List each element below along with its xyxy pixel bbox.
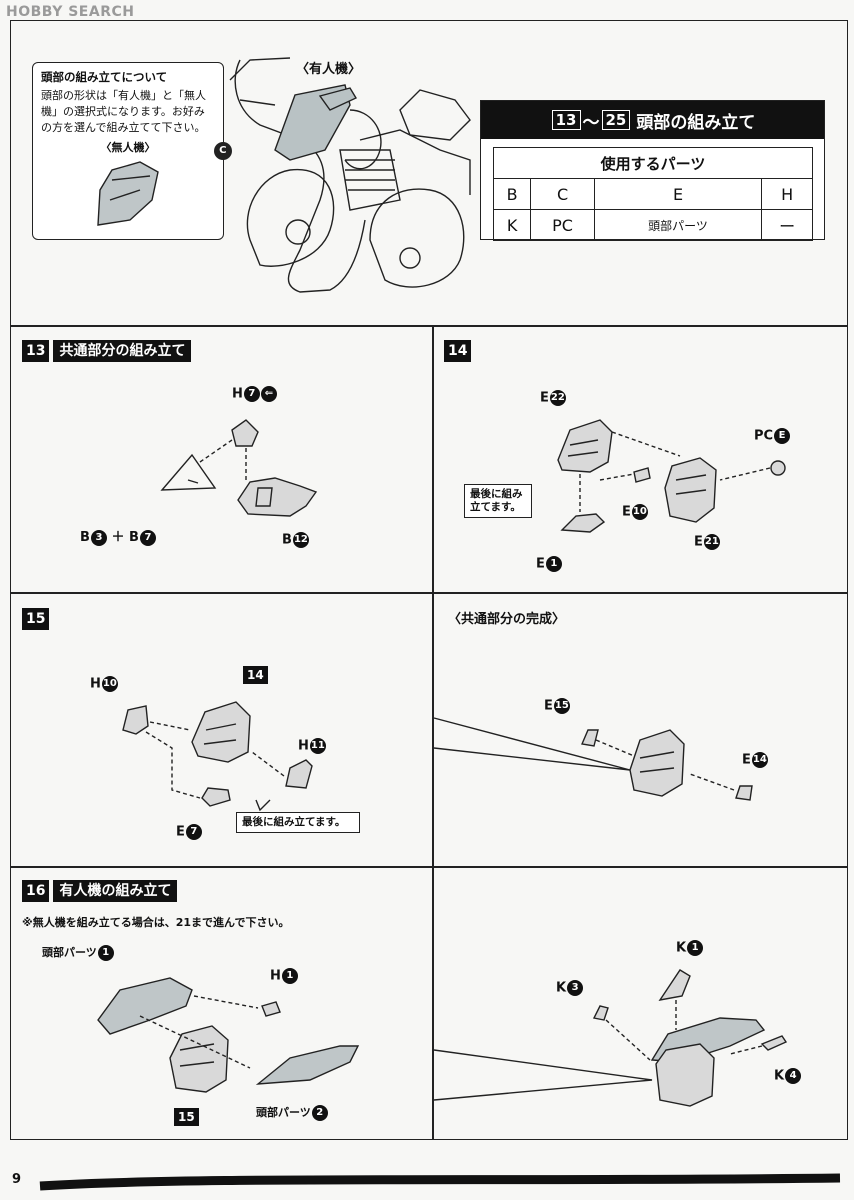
step15-header: 15 — [22, 608, 50, 630]
step16-header: 16 有人機の組み立て — [22, 880, 178, 902]
step14-callout: 最後に組み立てます。 — [464, 484, 532, 518]
parts-table: 13 ～ 25 頭部の組み立て 使用するパーツ B C E H K PC 頭部パ… — [480, 100, 825, 241]
manned-label: 〈有人機〉 — [296, 62, 362, 77]
parts-cell: E — [593, 178, 763, 210]
step16-number: 16 — [22, 880, 50, 902]
step13-title: 共通部分の組み立て — [53, 340, 192, 362]
intro-title: 頭部の組み立てについて — [41, 70, 168, 84]
step16-ref: 15 — [174, 1106, 199, 1126]
divider-2 — [10, 592, 848, 594]
step13-drawing — [160, 419, 318, 517]
step14-drawing — [557, 419, 786, 533]
part-number: 7 — [139, 529, 156, 546]
part-letter: H — [232, 386, 243, 402]
page-number: 9 — [12, 1172, 22, 1187]
manned-mecha-drawing — [229, 57, 471, 293]
common-done-title: 〈共通部分の完成〉 — [448, 612, 566, 627]
step13-number: 13 — [22, 340, 50, 362]
part-number: 3 — [90, 529, 107, 546]
part-letter: B — [80, 530, 90, 545]
watermark: HOBBY SEARCH — [6, 4, 135, 20]
parts-cell: ー — [761, 209, 813, 241]
step16-title: 有人機の組み立て — [53, 880, 178, 902]
step13-header: 13 共通部分の組み立て — [22, 340, 192, 362]
parts-title: 頭部の組み立て — [636, 112, 756, 133]
bottom-stroke — [39, 1173, 841, 1191]
part-letter: B — [282, 532, 292, 548]
part-number: 7 — [243, 386, 260, 402]
parts-cell: 頭部パーツ — [593, 209, 763, 241]
parts-grid-header: 使用するパーツ — [493, 147, 813, 179]
plus-sign: ＋ — [111, 530, 125, 545]
step-from: 13 — [551, 110, 581, 130]
intro-text: 頭部の形状は「有人機」と「無人機」の選択式になります。お好みの方を選んで組み立て… — [41, 89, 206, 134]
parts-cell: K — [492, 209, 532, 241]
step15-drawing — [122, 701, 313, 812]
step16-note: ※無人機を組み立てる場合は、21まで進んで下さい。 — [22, 916, 290, 929]
divider-vertical — [432, 326, 434, 1140]
step16-drawing — [97, 977, 360, 1093]
parts-grid: 使用するパーツ B C E H K PC 頭部パーツ ー — [492, 147, 813, 241]
divider-3 — [10, 866, 848, 868]
step15-ref: 14 — [243, 664, 268, 684]
parts-cell: PC — [530, 209, 595, 241]
parts-header: 13 ～ 25 頭部の組み立て — [481, 101, 824, 139]
part-letter: B — [129, 530, 139, 545]
step15-callout: 最後に組み立てます。 — [236, 812, 360, 833]
tilde: ～ — [582, 112, 600, 133]
step15-number: 15 — [22, 608, 50, 630]
step16b-drawing — [433, 969, 788, 1107]
part-number: 12 — [292, 532, 309, 548]
page-frame — [10, 20, 848, 1140]
unmanned-label: 〈無人機〉 — [100, 141, 156, 154]
step-to: 25 — [601, 110, 631, 130]
step14-header: 14 — [444, 340, 472, 362]
parts-cell: B — [492, 178, 532, 210]
divider-1 — [10, 325, 848, 327]
part-number: ⇐ — [260, 386, 277, 402]
common-complete-drawing — [433, 717, 753, 801]
step14-number: 14 — [444, 340, 472, 362]
